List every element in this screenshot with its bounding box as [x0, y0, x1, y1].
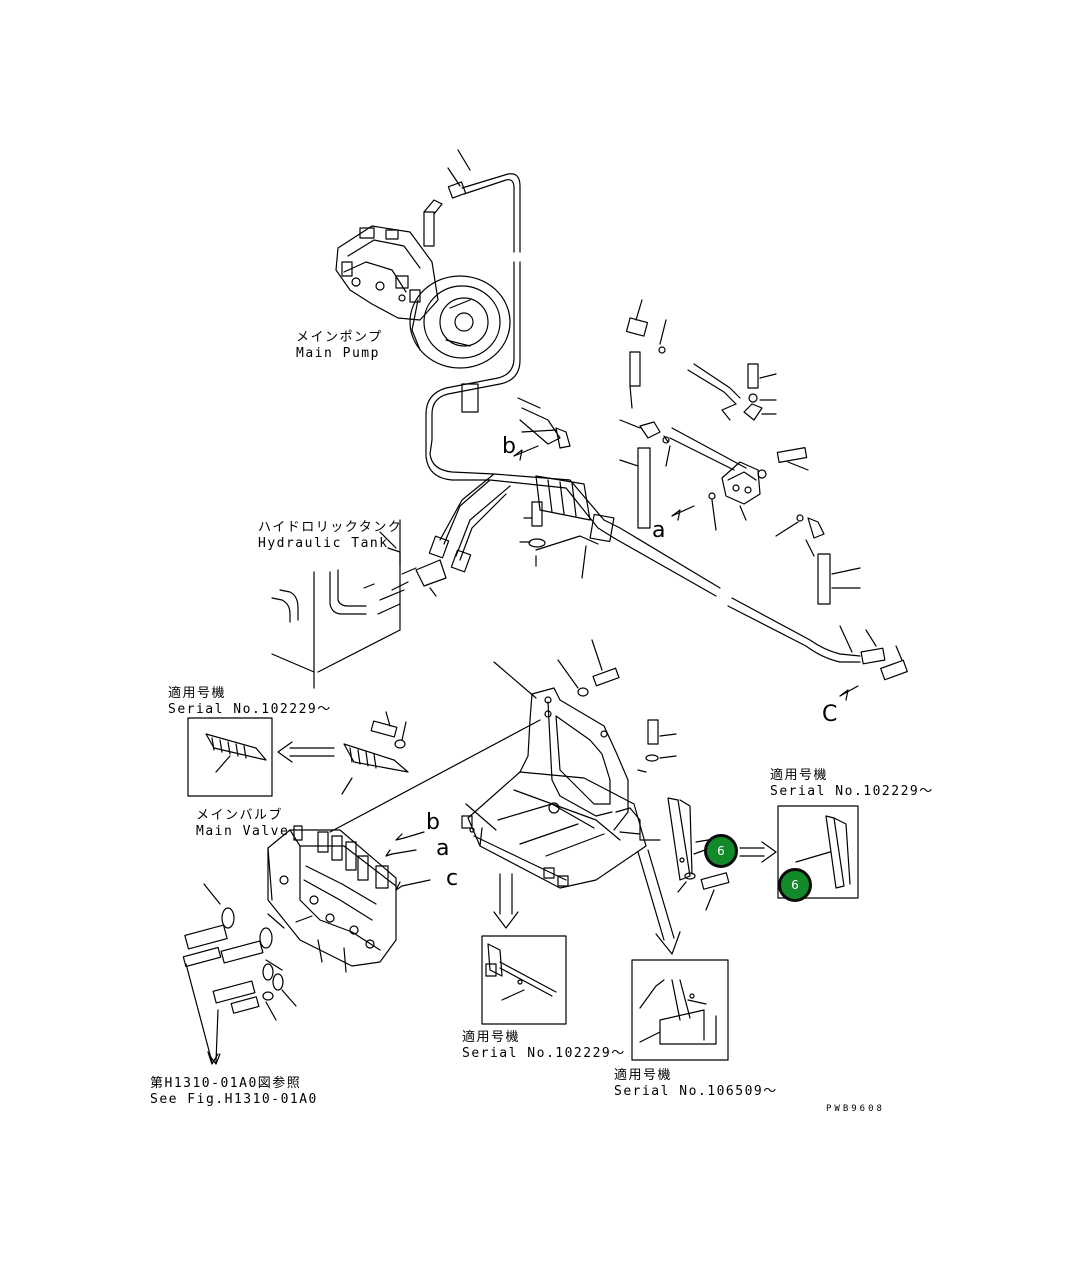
serial-center-label-jp: 適用号機 [462, 1030, 521, 1045]
bracket-frame-drawing [461, 639, 730, 911]
main-pump-label-en: Main Pump [296, 346, 380, 361]
serial-center-label-en: Serial No.102229～ [462, 1046, 626, 1061]
see-fig-label-jp: 第H1310-01A0図参照 [150, 1076, 302, 1091]
serial-right-label-en: Serial No.102229～ [770, 784, 934, 799]
callout-badge-6-inset[interactable]: 6 [778, 868, 812, 902]
main-valve-drawing [182, 825, 431, 1021]
hydraulic-tank-label-en: Hydraulic Tank [258, 536, 389, 551]
inset-bottom-right-drawing [631, 959, 729, 1061]
hoses-to-tank [401, 473, 511, 597]
hydraulic-tank-label-jp: ハイドロリックタンク [258, 520, 403, 535]
main-valve-label-en: Main Valve [196, 824, 290, 839]
serial-bottom-right-label-jp: 適用号機 [614, 1068, 673, 1083]
serial-left-label-jp: 適用号機 [168, 686, 227, 701]
see-fig-label-en: See Fig.H1310-01A0 [150, 1092, 318, 1107]
inset-left-drawing [187, 717, 273, 797]
port-letter-a-valve: a [436, 836, 450, 861]
port-letter-c-top: C [822, 702, 838, 727]
small-bracket-drawing [329, 711, 541, 833]
upper-right-fittings [619, 299, 861, 605]
centre-fittings [517, 397, 599, 579]
serial-left-label-en: Serial No.102229～ [168, 702, 332, 717]
main-pump-label-jp: メインポンプ [296, 330, 383, 345]
main-pump-drawing [335, 199, 511, 369]
hydraulic-tank-drawing [271, 519, 409, 689]
serial-bottom-right-label-en: Serial No.106509～ [614, 1084, 778, 1099]
serial-right-label-jp: 適用号機 [770, 768, 829, 783]
hose-main-right [489, 473, 861, 663]
port-letter-a-top: a [652, 518, 666, 543]
drawing-code: PWB9608 [826, 1104, 885, 1114]
hose-pump-to-valve [425, 173, 521, 481]
callout-badge-6-main[interactable]: 6 [704, 834, 738, 868]
inset-center-drawing [481, 935, 567, 1025]
port-letter-c-valve: c [446, 866, 459, 891]
port-letter-b-valve: b [426, 810, 440, 835]
inset-right-drawing [777, 805, 859, 899]
main-valve-label-jp: メインバルブ [196, 808, 284, 823]
port-letter-b-top: b [502, 434, 516, 459]
